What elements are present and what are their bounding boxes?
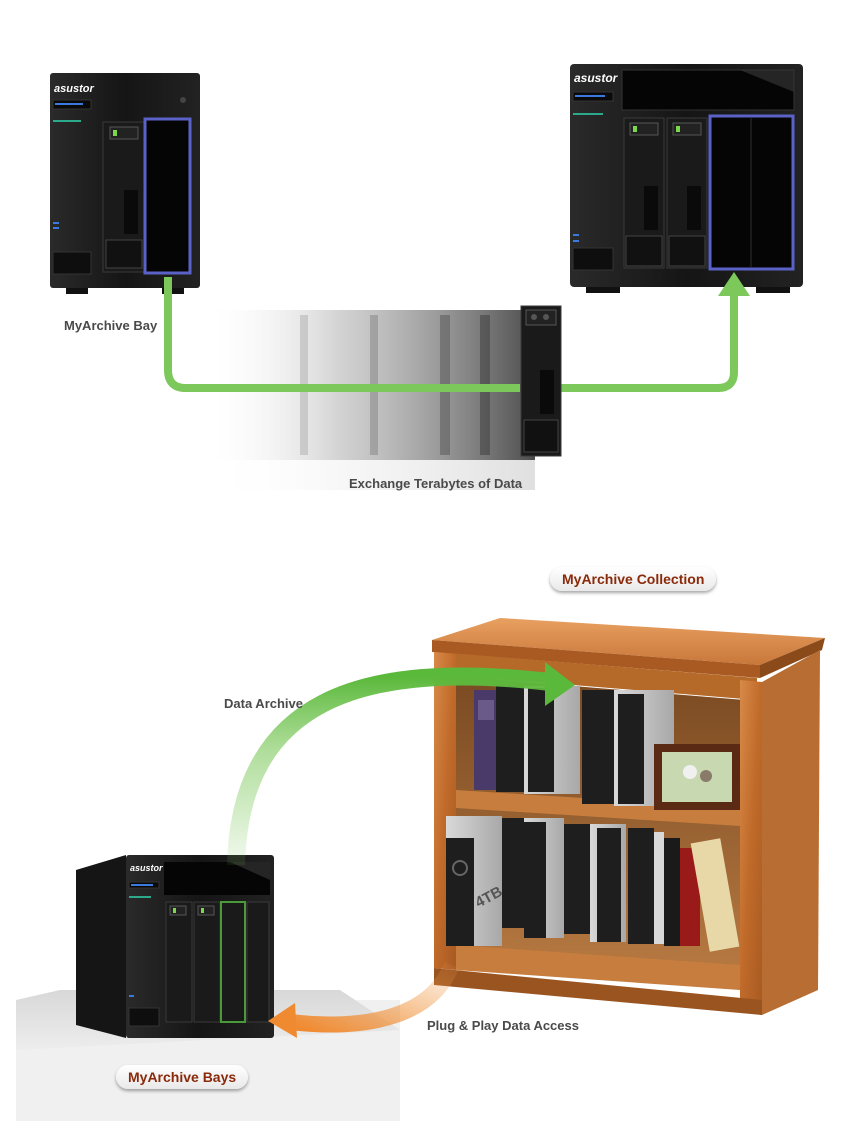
drive-motion-blur: [205, 310, 535, 490]
nas-2bay: asustor: [50, 73, 200, 294]
label-myarchive-bay: MyArchive Bay: [64, 318, 158, 333]
nas-4bay-bottom: asustor: [76, 855, 274, 1038]
data-archive-arrowhead: [545, 662, 575, 706]
green-arrowhead-top: [718, 272, 750, 296]
green-path-right: [560, 292, 738, 392]
label-exchange-terabytes: Exchange Terabytes of Data: [349, 476, 523, 491]
plug-play-arrow: [289, 961, 460, 1033]
archive-drive-moving: [520, 305, 562, 457]
data-archive-arrow: [227, 667, 552, 866]
green-path-left: [164, 277, 520, 392]
myarchive-bay-highlight-bottom: [220, 901, 246, 1023]
upper-shelf-items: [474, 686, 740, 810]
lower-shelf-items: 4TB: [446, 816, 740, 952]
label-myarchive-bays: MyArchive Bays: [116, 1065, 249, 1089]
myarchive-bay-highlight: [143, 117, 192, 275]
plug-play-arrowhead: [268, 1003, 297, 1038]
brand-logo-small: asustor: [54, 83, 94, 95]
label-myarchive-collection: MyArchive Collection: [550, 567, 717, 591]
brand-logo-large: asustor: [574, 71, 619, 85]
label-data-archive: Data Archive: [224, 696, 303, 711]
nas-4bay-top: asustor: [570, 64, 803, 293]
label-plug-play: Plug & Play Data Access: [427, 1018, 579, 1033]
brand-logo-bottom: asustor: [130, 863, 163, 873]
